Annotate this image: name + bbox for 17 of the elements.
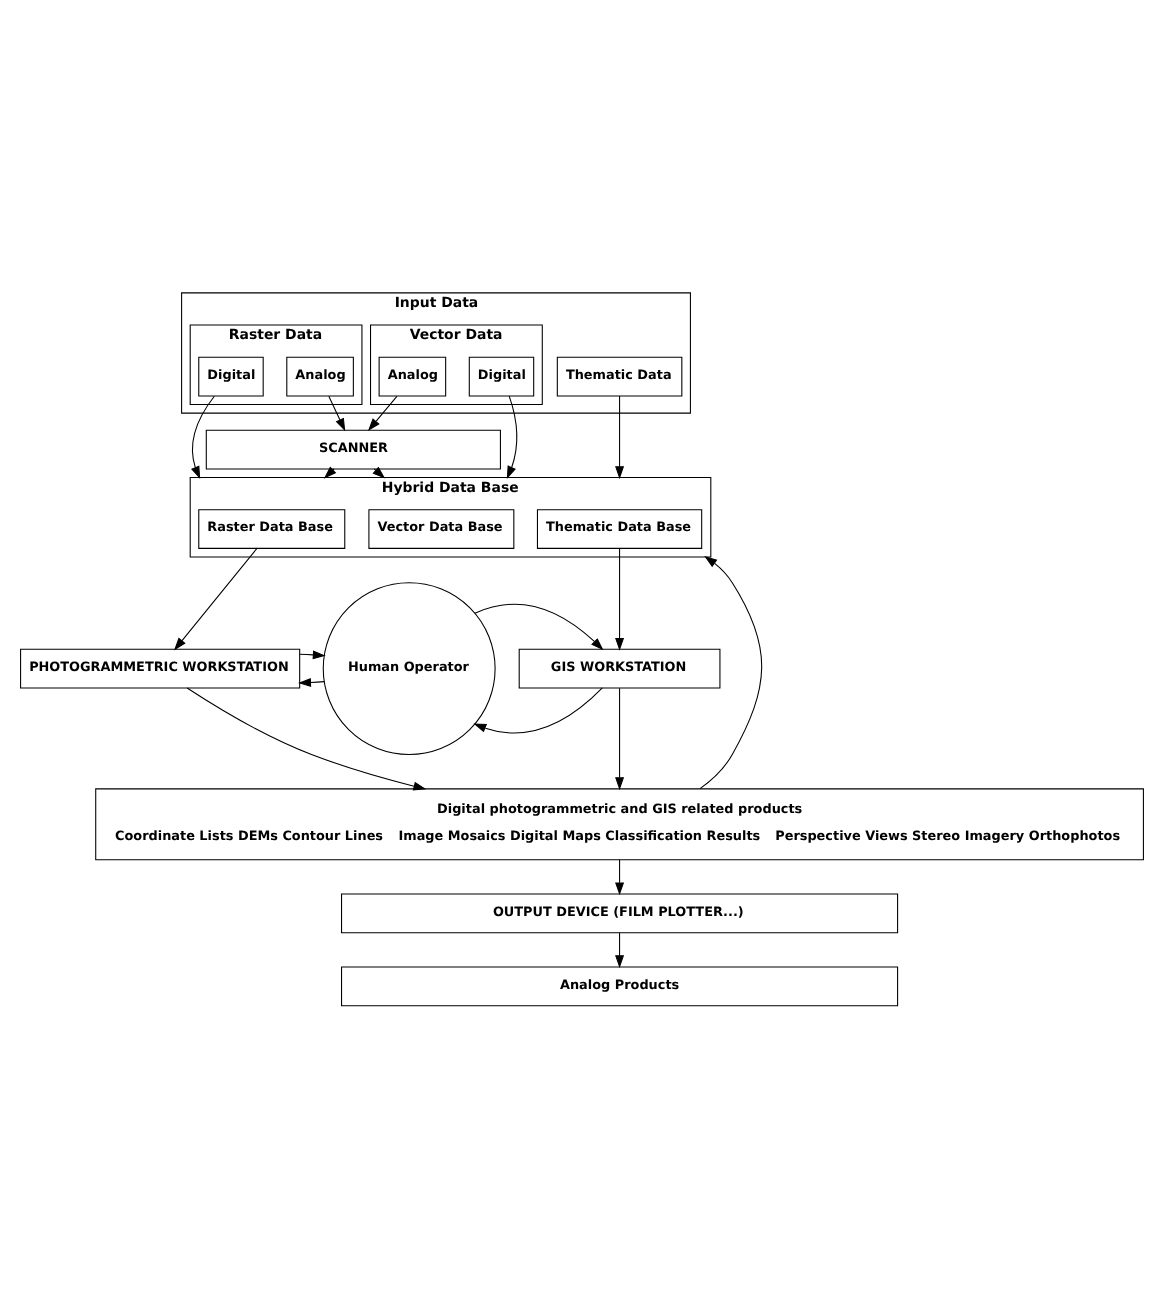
arrow bbox=[615, 859, 625, 896]
arrow bbox=[367, 395, 398, 432]
arrow bbox=[615, 687, 625, 791]
arrow bbox=[328, 395, 346, 432]
arrow bbox=[299, 650, 326, 660]
arrow bbox=[615, 932, 625, 969]
arrow bbox=[615, 395, 625, 480]
arrow bbox=[474, 603, 604, 651]
arrow bbox=[473, 687, 603, 734]
arrow bbox=[186, 687, 427, 791]
arrow bbox=[174, 547, 258, 651]
arrow bbox=[506, 395, 518, 479]
arrow bbox=[615, 547, 625, 651]
arrow bbox=[298, 677, 325, 687]
arrow bbox=[372, 466, 386, 479]
arrow bbox=[699, 556, 763, 790]
arrow bbox=[191, 395, 215, 479]
